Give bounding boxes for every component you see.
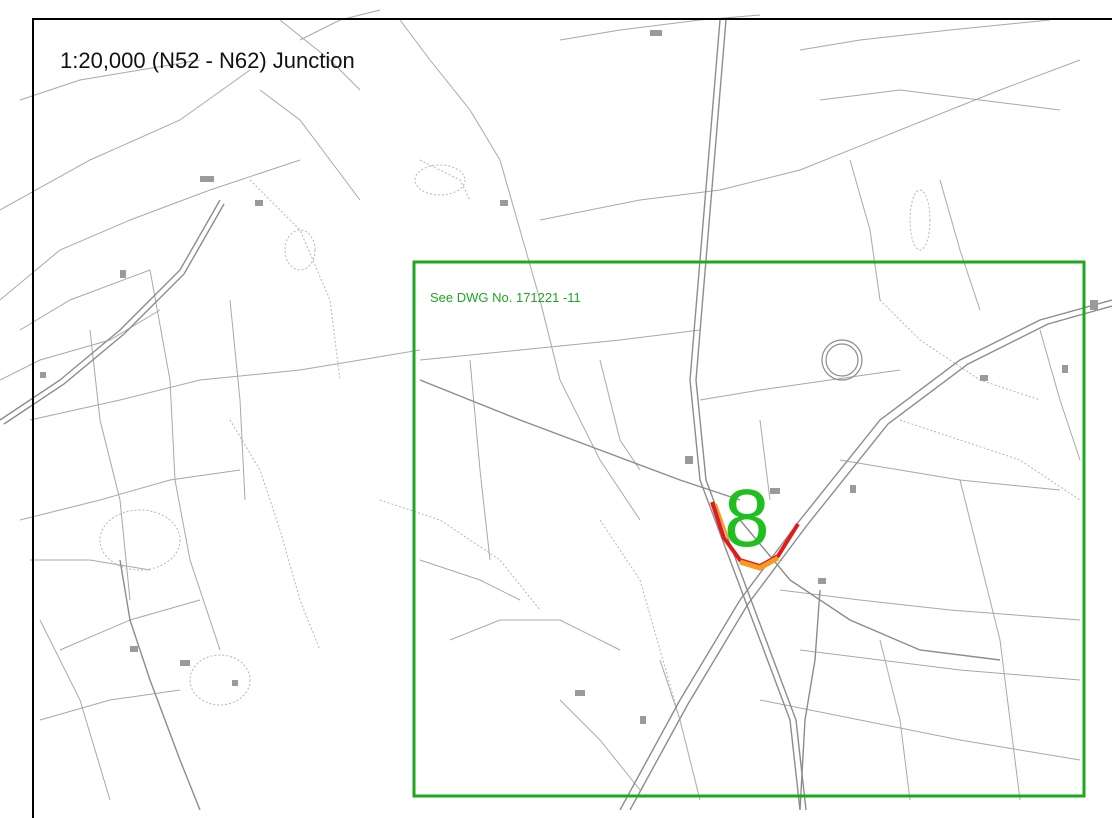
field-boundaries — [0, 9, 1081, 801]
reference-drawing-label: See DWG No. 171221 -11 — [430, 290, 581, 305]
junction-scheme — [710, 501, 800, 571]
dotted-boundaries — [99, 159, 1081, 721]
map-title: 1:20,000 (N52 - N62) Junction — [60, 48, 355, 73]
roundabout — [821, 339, 863, 381]
buildings — [40, 30, 1098, 724]
reference-box — [412, 260, 1086, 798]
junction-number: 8 — [724, 473, 770, 564]
